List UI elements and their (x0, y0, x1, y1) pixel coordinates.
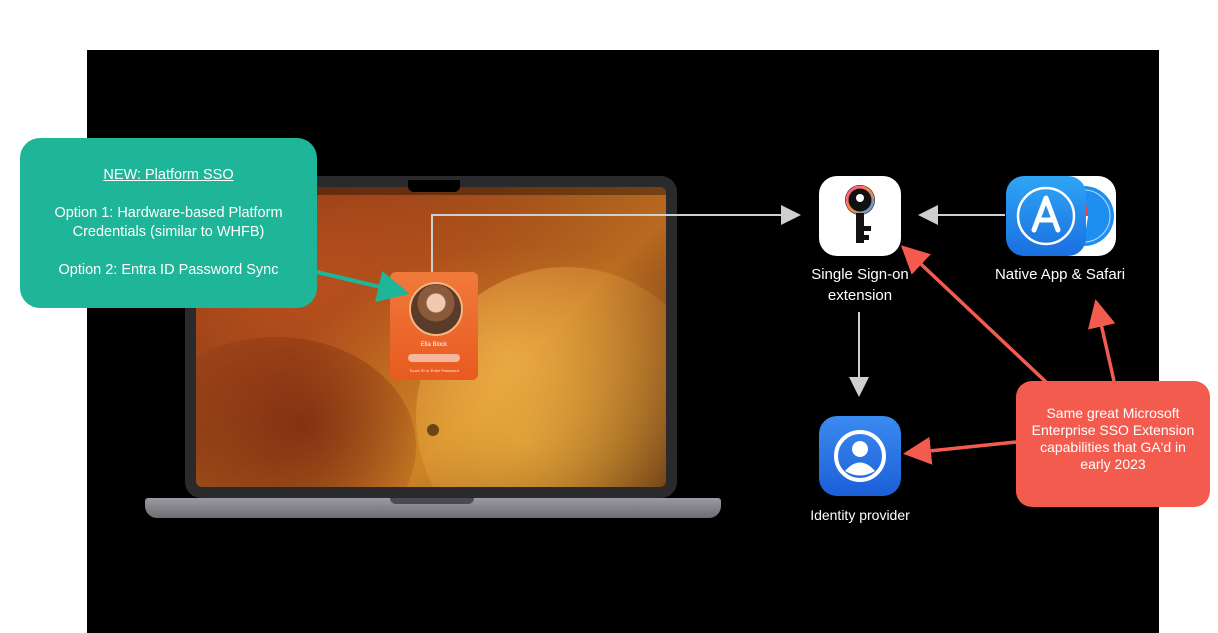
identity-provider-label: Identity provider (810, 507, 910, 523)
app-store-icon (1006, 176, 1086, 256)
camera-notch (408, 180, 460, 192)
login-hint: Touch ID or Enter Password (409, 368, 459, 373)
red-arrow-to-native (1087, 299, 1116, 382)
key-icon (819, 176, 901, 256)
laptop-base (145, 498, 721, 518)
password-field (408, 354, 460, 362)
platform-sso-title: NEW: Platform SSO (103, 167, 234, 183)
platform-sso-callout: NEW: Platform SSO Option 1: Hardware-bas… (20, 138, 317, 308)
sso-extension-label: Single Sign-on extension (811, 266, 909, 304)
green-callout-arrow (307, 268, 410, 303)
native-app-label: Native App & Safari (994, 266, 1126, 283)
laptop-base-notch (390, 498, 474, 504)
login-to-sso-arrow (431, 205, 801, 272)
red-arrow-to-sso (900, 245, 1048, 384)
person-icon (819, 416, 901, 496)
touch-id-icon (427, 424, 439, 436)
platform-sso-option-2: Option 2: Entra ID Password Sync (58, 262, 279, 278)
enterprise-sso-callout: Same great Microsoft Enterprise SSO Exte… (1016, 381, 1210, 507)
red-arrow-to-idp (903, 436, 1017, 465)
avatar (409, 282, 463, 336)
platform-sso-option-1: Option 1: Hardware-based Platform Creden… (54, 205, 283, 240)
login-user-name: Ella Block (420, 342, 448, 348)
